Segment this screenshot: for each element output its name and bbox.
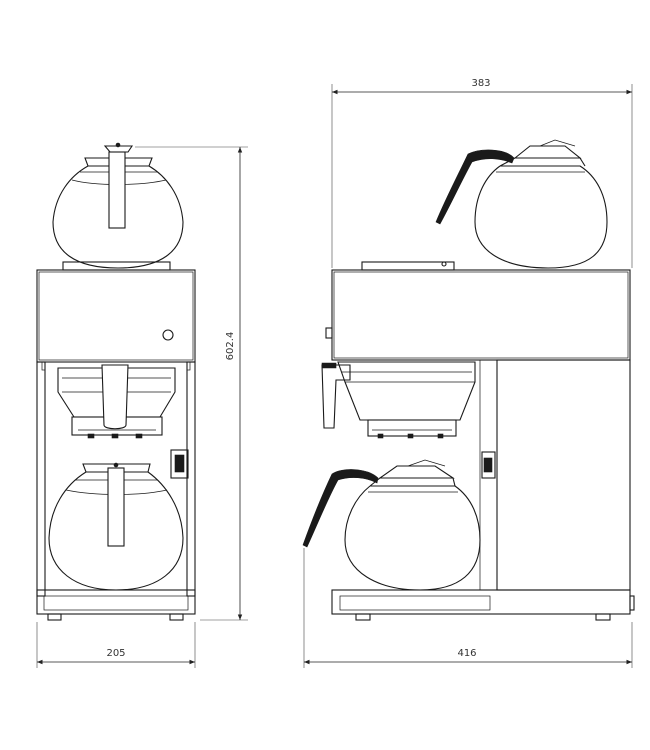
switch-plate (170, 449, 189, 479)
power-indicator (162, 329, 174, 341)
front-height-label: 602.4 (225, 332, 236, 361)
side-bottom-width-label: 416 (457, 648, 476, 659)
front-view: 205 602.4 (36, 142, 248, 668)
side-switch-plate (481, 451, 496, 479)
side-top-carafe (361, 139, 608, 271)
side-bottom-width-dimension: 416 (303, 548, 633, 668)
front-top-carafe (52, 142, 184, 271)
front-body (36, 269, 196, 621)
side-view: 383 416 (302, 78, 635, 668)
side-body (302, 269, 635, 621)
side-top-width-dimension: 383 (331, 78, 633, 268)
front-width-dimension: 205 (36, 622, 196, 668)
front-width-label: 205 (106, 648, 125, 659)
front-height-dimension: 602.4 (135, 146, 248, 621)
side-top-width-label: 383 (471, 78, 490, 89)
